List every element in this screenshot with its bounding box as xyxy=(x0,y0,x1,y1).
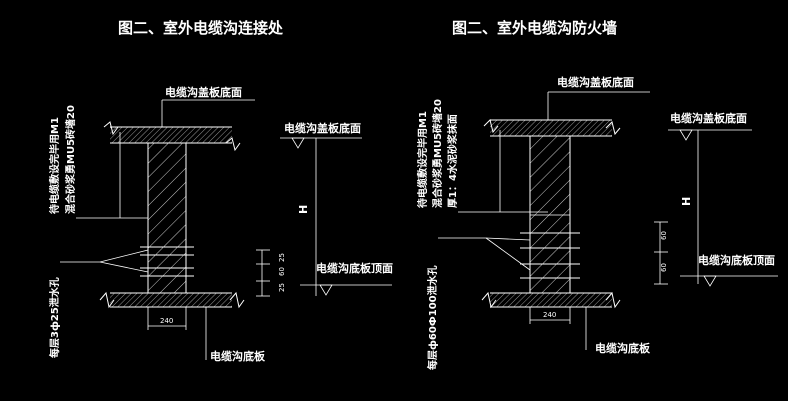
left-note-wall-1: 待电缆敷设完毕用M1 xyxy=(48,117,61,214)
left-note-pipe: 每层3ф25泄水孔 xyxy=(48,277,61,358)
right-dim-1: 60 xyxy=(660,231,668,240)
right-cover-label: 电缆沟盖板底面 xyxy=(557,75,634,89)
right-drawing: 图二、室外电缆沟防火墙 240 60 60 电 xyxy=(416,19,778,370)
left-title: 图二、室外电缆沟连接处 xyxy=(118,19,284,37)
right-width-dim: 240 xyxy=(543,311,556,319)
right-title: 图二、室外电缆沟防火墙 xyxy=(452,19,617,37)
right-note-wall-2: 混合砂浆勇MU5砖墙20 xyxy=(431,99,444,208)
left-cover-right-label: 电缆沟盖板底面 xyxy=(284,121,361,135)
left-floor-slab xyxy=(110,293,232,307)
right-note-wall-3: 厚1：4水泥砂浆抹面 xyxy=(446,114,459,208)
left-note-wall-2: 混合砂浆勇MU5砖墙20 xyxy=(64,105,77,214)
right-cover-right-label: 电缆沟盖板底面 xyxy=(670,111,747,125)
left-cover-slab xyxy=(110,127,232,143)
left-drawing: 图二、室外电缆沟连接处 240 25 60 25 xyxy=(48,19,393,363)
left-cover-label: 电缆沟盖板底面 xyxy=(165,85,242,99)
left-floor-label: 电缆沟底板 xyxy=(210,349,266,363)
right-floor-slab xyxy=(490,293,612,307)
left-wall xyxy=(147,142,187,294)
right-floor-top-label: 电缆沟底板顶面 xyxy=(698,253,775,267)
left-dim-2: 60 xyxy=(278,267,286,276)
right-cover-slab xyxy=(490,120,612,136)
right-wall xyxy=(529,135,571,294)
left-h-label: H xyxy=(297,205,310,214)
left-width-dim: 240 xyxy=(160,317,173,325)
left-floor-top-label: 电缆沟底板顶面 xyxy=(316,261,393,275)
right-h-label: H xyxy=(680,197,693,206)
right-note-pipe: 每层ф60Ф100泄水孔 xyxy=(426,265,439,370)
right-floor-label: 电缆沟底板 xyxy=(595,341,651,355)
right-dim-2: 60 xyxy=(660,263,668,272)
left-dim-3: 25 xyxy=(278,283,286,292)
right-note-wall-1: 待电缆敷设完毕用M1 xyxy=(416,111,429,208)
left-dim-1: 25 xyxy=(278,253,286,262)
